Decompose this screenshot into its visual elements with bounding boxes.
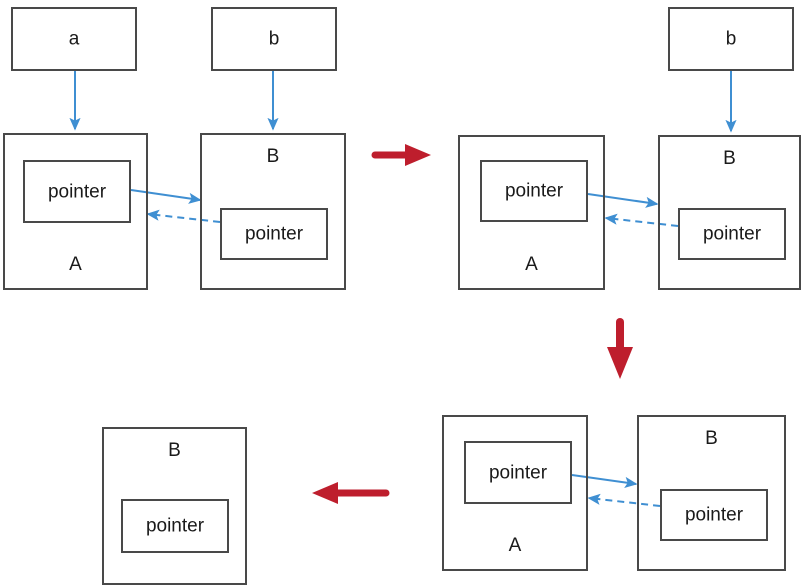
- object-box-B: B: [637, 415, 786, 571]
- object-box-B: B: [102, 427, 247, 585]
- object-box-B: B: [200, 133, 346, 290]
- pointer-box-in-B-label: pointer: [702, 223, 762, 245]
- pointer-box-in-B-label: pointer: [244, 223, 304, 245]
- var-box-b: b: [668, 7, 794, 71]
- pointer-box-in-A-label: pointer: [47, 181, 107, 202]
- object-box-A-label: A: [69, 254, 82, 275]
- pointer-box-in-A-label: pointer: [488, 462, 548, 483]
- pointer-box-in-B: pointer: [121, 499, 229, 553]
- object-box-A-label: A: [508, 535, 522, 556]
- step-arrow-left: [312, 482, 390, 504]
- object-box-A: A: [458, 135, 605, 290]
- object-box-B: B: [658, 135, 801, 290]
- var-box-a-label: a: [68, 28, 80, 50]
- var-box-b-label: b: [268, 28, 280, 50]
- object-box-A: A: [442, 415, 588, 571]
- pointer-box-in-A: pointer: [464, 441, 572, 504]
- var-box-a: a: [11, 7, 137, 71]
- object-box-A-label: A: [525, 254, 538, 275]
- pointer-box-in-A-label: pointer: [504, 180, 564, 202]
- pointer-box-in-B: pointer: [678, 208, 786, 260]
- pointer-box-in-B: pointer: [660, 489, 768, 541]
- pointer-box-in-A: pointer: [23, 160, 131, 223]
- object-box-A: A: [3, 133, 148, 290]
- var-box-b: b: [211, 7, 337, 71]
- pointer-box-in-B: pointer: [220, 208, 328, 260]
- step-arrow-down: [607, 318, 633, 379]
- pointer-box-in-B-label: pointer: [684, 504, 744, 526]
- object-box-B-label: B: [266, 146, 280, 167]
- var-box-b-label: b: [725, 28, 737, 50]
- pointer-box-in-B-label: pointer: [145, 515, 205, 537]
- object-box-B-label: B: [168, 440, 181, 461]
- object-box-B-label: B: [723, 148, 736, 169]
- step-arrow-right: [371, 144, 431, 166]
- object-box-B-label: B: [705, 428, 718, 449]
- pointer-box-in-A: pointer: [480, 160, 588, 222]
